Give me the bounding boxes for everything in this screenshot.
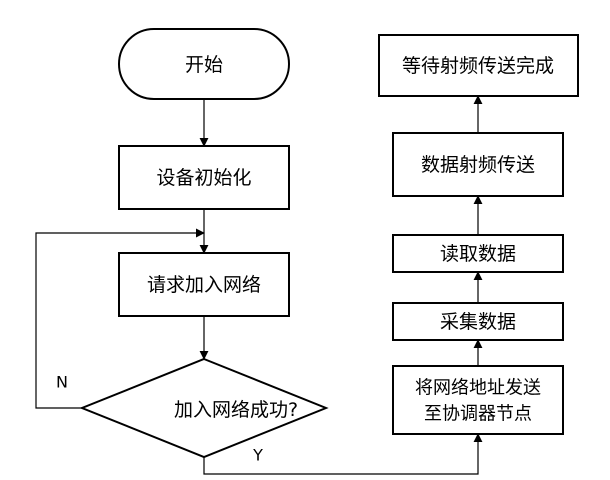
join-success-label: 加入网络成功? [174,399,298,421]
rf-transmit-label: 数据射频传送 [421,154,535,176]
yes-branch-label: Y [252,446,263,465]
request-join-label: 请求加入网络 [147,274,261,296]
arrow-yes-path [203,433,483,475]
rf-transmit-box [392,132,564,197]
send-address-label-line2: 至协调器节点 [424,404,532,425]
no-branch-label: N [56,373,68,392]
wait-rf-done-box [378,34,579,97]
wait-rf-done-label: 等待射频传送完成 [402,55,554,77]
send-address-label-line1: 将网络地址发送 [415,378,541,399]
arrow-no-loop-back [35,228,205,409]
device-init-label: 设备初始化 [156,167,251,189]
collect-data-label: 采集数据 [440,311,516,333]
read-data-box [392,234,564,273]
collect-data-box [392,302,564,341]
device-init-box [118,145,290,210]
start-label: 开始 [185,54,223,76]
send-address-box [392,365,564,435]
read-data-label: 读取数据 [440,243,516,265]
